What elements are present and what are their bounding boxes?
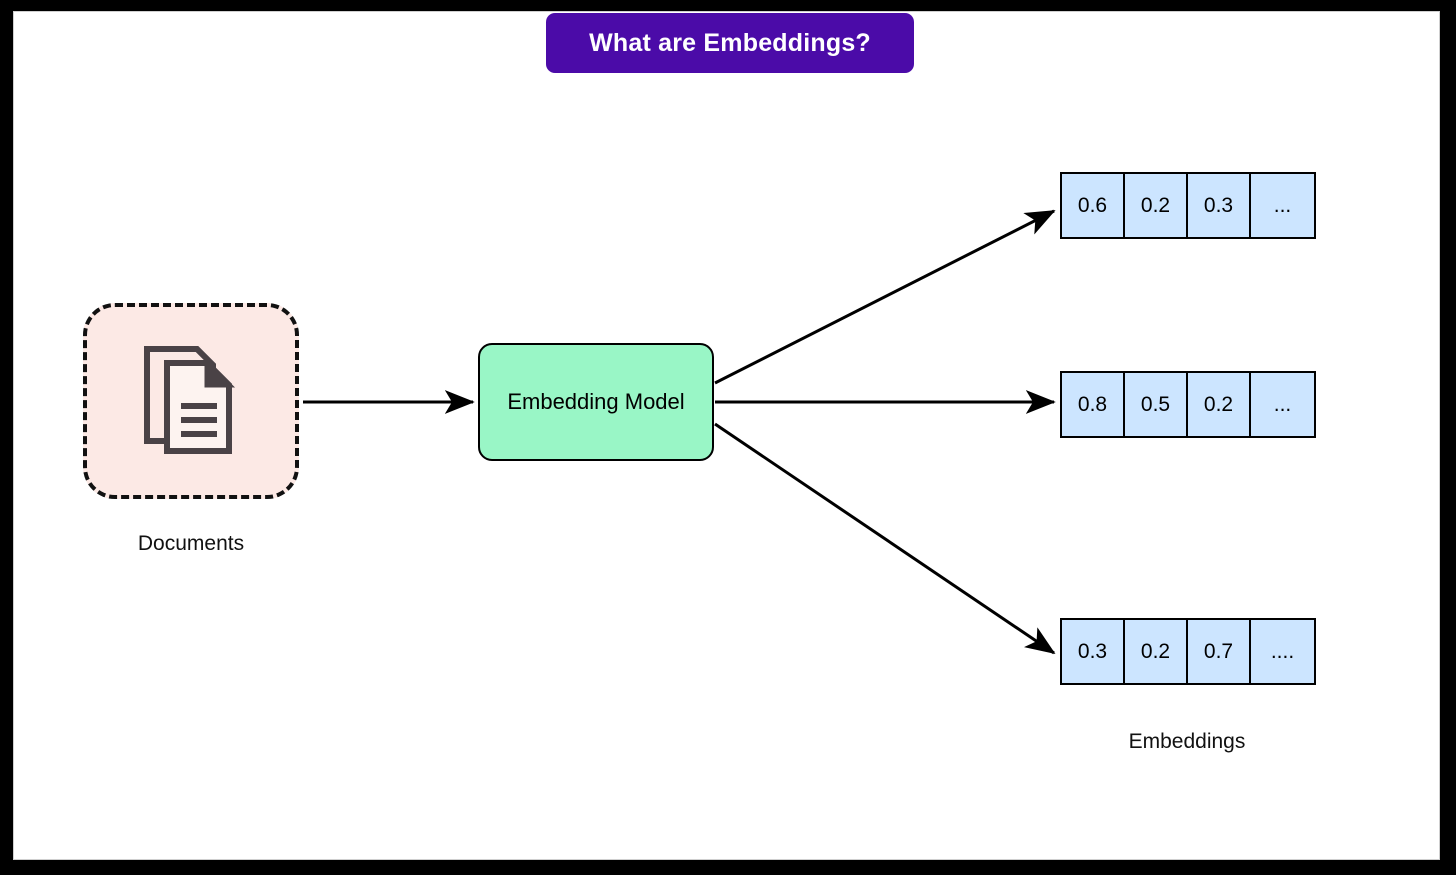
embedding-vector-row[interactable]: 0.3 0.2 0.7 .... <box>1060 618 1316 685</box>
embeddings-label: Embeddings <box>1128 730 1246 753</box>
vector-cell: 0.8 <box>1062 373 1125 436</box>
vector-cell: 0.6 <box>1062 174 1125 237</box>
diagram-canvas: What are Embeddings? Documents Embedding… <box>13 11 1440 860</box>
documents-stack-icon <box>144 346 236 454</box>
documents-label: Documents <box>137 532 245 555</box>
embedding-vector-row[interactable]: 0.6 0.2 0.3 ... <box>1060 172 1316 239</box>
vector-cell: 0.2 <box>1188 373 1251 436</box>
vector-cell-ellipsis: .... <box>1251 620 1314 683</box>
embedding-model-label: Embedding Model <box>507 389 685 414</box>
vector-cell-ellipsis: ... <box>1251 373 1314 436</box>
edge-model-to-vector-3 <box>714 422 1056 655</box>
vector-cell-ellipsis: ... <box>1251 174 1314 237</box>
documents-node[interactable] <box>83 303 299 499</box>
vector-cell: 0.2 <box>1125 620 1188 683</box>
embedding-model-node[interactable]: Embedding Model <box>478 343 714 461</box>
vector-cell: 0.5 <box>1125 373 1188 436</box>
vector-cell: 0.7 <box>1188 620 1251 683</box>
page-title: What are Embeddings? <box>589 28 871 57</box>
edge-model-to-vector-1 <box>714 209 1056 385</box>
embedding-vector-row[interactable]: 0.8 0.5 0.2 ... <box>1060 371 1316 438</box>
slide-title-banner: What are Embeddings? <box>546 13 914 73</box>
vector-cell: 0.3 <box>1188 174 1251 237</box>
vector-cell: 0.2 <box>1125 174 1188 237</box>
vector-cell: 0.3 <box>1062 620 1125 683</box>
